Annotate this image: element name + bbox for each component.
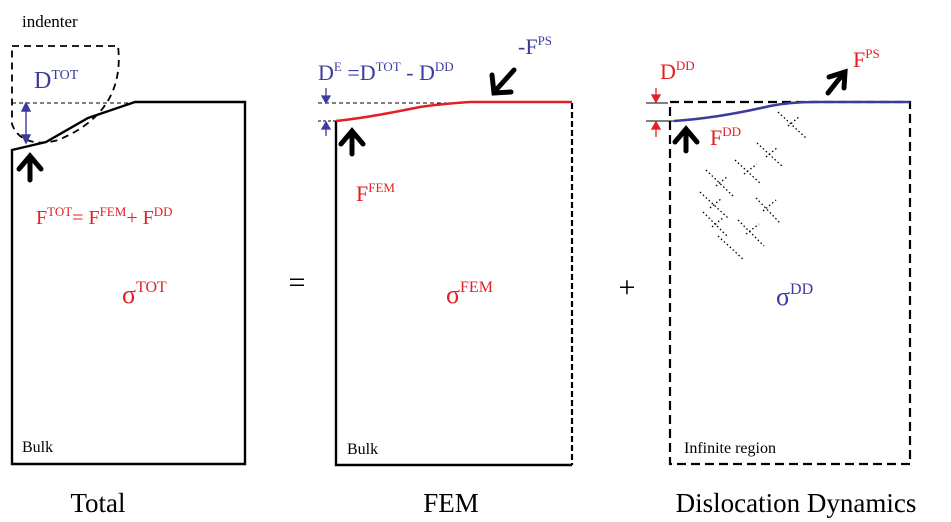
- fem-panel: DE =DTOT - DDD -FPS FFEM σFEM Bulk FEM: [318, 33, 574, 518]
- ddd-label: DDD: [660, 58, 695, 84]
- fps-arrow-icon: [489, 67, 517, 96]
- fem-caption: FEM: [423, 488, 479, 518]
- sigma-tot-label: σTOT: [122, 279, 167, 309]
- fem-surface: [335, 100, 572, 123]
- indenter-outline: [11, 45, 120, 144]
- bulk-label: Bulk: [22, 439, 53, 456]
- de-equation: DE =DTOT - DDD: [318, 59, 454, 85]
- indenter-label: indenter: [22, 12, 78, 31]
- dd-surface: [673, 100, 910, 123]
- total-panel: indenter DTOT FTOT= FFEM+ FDD σTOT Bulk …: [10, 12, 247, 518]
- ddd-arrows: [650, 88, 662, 137]
- displacement-arrow: [20, 101, 32, 145]
- plus-operator: +: [619, 271, 636, 304]
- total-caption: Total: [70, 488, 125, 518]
- force-arrow-icon: [16, 152, 44, 183]
- force-equation: FTOT= FFEM+ FDD: [36, 204, 173, 229]
- d-tot-label: DTOT: [34, 68, 79, 94]
- fps-arrow-icon: [825, 68, 848, 96]
- force-arrow-icon: [672, 125, 700, 154]
- dd-caption: Dislocation Dynamics: [676, 488, 917, 518]
- fps-label: FPS: [853, 46, 880, 72]
- bulk-label: Bulk: [347, 441, 378, 458]
- bulk-outline: [334, 121, 572, 467]
- sigma-fem-label: σFEM: [446, 279, 493, 309]
- fdd-label: FDD: [710, 124, 741, 150]
- de-arrows: [320, 88, 332, 136]
- sigma-dd-label: σDD: [776, 281, 813, 311]
- neg-fps-label: -FPS: [518, 33, 552, 59]
- ffem-label: FFEM: [356, 180, 395, 206]
- bulk-outline: [10, 100, 247, 466]
- equals-operator: =: [289, 266, 306, 299]
- dd-panel: DDD FPS FDD σDD Infinite region Dislocat…: [646, 46, 916, 518]
- infinite-region-label: Infinite region: [684, 440, 776, 457]
- force-arrow-icon: [338, 127, 366, 157]
- dislocations: [699, 111, 807, 261]
